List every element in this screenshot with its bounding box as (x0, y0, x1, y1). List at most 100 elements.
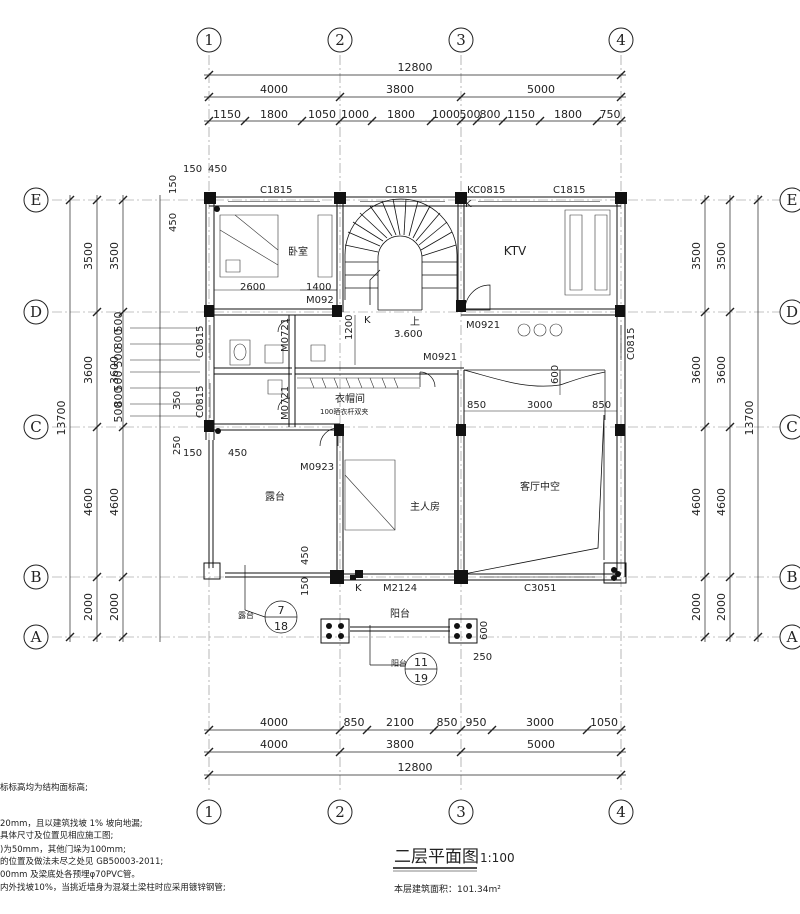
dim-inner-2: 800 (112, 329, 125, 350)
dim-inner-1: 500 (112, 312, 125, 333)
rod-note: 100晒衣杆双夹 (320, 407, 368, 416)
dim-right-bay-1: 3500 (715, 242, 728, 270)
k-mark-1: K (364, 315, 371, 326)
axis-bubbles: 1 2 3 4 1 2 3 4 E D C B A E D C B A (24, 28, 800, 824)
floor-area: 本层建筑面积：101.34m² (394, 883, 501, 895)
label-window-c0815-1: C0815 (195, 326, 206, 358)
dim-right-bay-4: 2000 (715, 593, 728, 621)
inner-dim-lines (214, 290, 617, 411)
detail-1-den: 18 (274, 620, 288, 633)
room-living-void: 客厅中空 (520, 480, 560, 493)
note-5: 的位置及做法未尽之处见 GB50003-2011; (0, 856, 163, 867)
doors (278, 285, 605, 446)
dim-bottom-bay-1: 4000 (260, 738, 288, 751)
dim-left-bay-1: 3500 (82, 242, 95, 270)
dim-450-left: 450 (168, 213, 179, 232)
columns (204, 192, 627, 584)
label-door-m0921-hall: M0921 (423, 352, 457, 363)
furniture (220, 210, 610, 530)
dim-top-detail-7: 500 (460, 108, 481, 121)
dim-left2-bay-1: 3500 (108, 242, 121, 270)
dim-top-detail-4: 1000 (341, 108, 369, 121)
dim-bottom-bay-2: 3800 (386, 738, 414, 751)
bottom-dimension-texts: 4000 850 2100 850 950 3000 1050 4000 380… (260, 716, 618, 774)
axis-col-1-bottom: 1 (204, 803, 214, 821)
label-window-c3051: C3051 (524, 583, 556, 594)
dim-right2-bay-1: 3500 (690, 242, 703, 270)
note-4: )为50mm，其他门垛为100mm; (0, 844, 126, 855)
axis-row-c-right: C (786, 418, 797, 436)
dim-top-bay-1: 4000 (260, 83, 288, 96)
dim-bottom-detail-6: 3000 (526, 716, 554, 729)
label-window-c1815-1: C1815 (260, 185, 292, 196)
side-dimension-texts: 13700 3500 3600 4600 2000 3500 3600 4600… (55, 242, 756, 621)
dim-bottom-detail-1: 4000 (260, 716, 288, 729)
dim-top-detail-11: 750 (600, 108, 621, 121)
dim-450-top: 450 (208, 164, 227, 175)
room-balcony: 阳台 (390, 607, 410, 620)
dim-inner-6: 500 (112, 402, 125, 423)
dim-inner-3: 500 (112, 347, 125, 368)
dim-450-b: 450 (300, 546, 311, 565)
note-2: 20mm，且以建筑找坡 1% 坡向地漏; (0, 818, 143, 829)
note-3: 具体尺寸及位置见相应施工图; (0, 830, 113, 841)
dim-left-total: 13700 (55, 401, 68, 436)
stair-up-label: 上 (410, 316, 420, 328)
detail-2-label: 阳台 (391, 658, 407, 668)
label-door-m0923: M0923 (300, 462, 334, 473)
dim-bottom-bay-3: 5000 (527, 738, 555, 751)
dim-top-detail-1: 1150 (213, 108, 241, 121)
dim-left-bay-4: 2000 (82, 593, 95, 621)
axis-row-a-right: A (786, 628, 798, 646)
column-details (204, 563, 626, 643)
dim-850-left: 850 (467, 400, 486, 411)
room-terrace: 露台 (265, 490, 285, 503)
detail-2-den: 19 (414, 672, 428, 685)
dim-450-c: 450 (228, 448, 247, 459)
label-window-c1815-2: C1815 (385, 185, 417, 196)
dim-850-right: 850 (592, 400, 611, 411)
elevation-3600: 3.600 (394, 329, 423, 340)
dim-bottom-total: 12800 (398, 761, 433, 774)
k-mark-3: K (465, 199, 472, 210)
dim-right2-bay-4: 2000 (690, 593, 703, 621)
dim-top-detail-5: 1800 (387, 108, 415, 121)
axis-col-2-top: 2 (335, 31, 345, 49)
top-dimension-lines (204, 71, 626, 125)
dim-3000-void: 3000 (527, 400, 552, 411)
label-window-kc0815: KC0815 (467, 185, 505, 196)
axis-row-e-left: E (31, 191, 42, 209)
top-dimension-texts: 12800 4000 3800 5000 1150 1800 1050 1000… (213, 61, 621, 121)
dim-right2-bay-3: 4600 (690, 488, 703, 516)
dim-bottom-detail-4: 850 (437, 716, 458, 729)
bottom-dimension-lines (204, 726, 626, 779)
room-ktv: KTV (504, 244, 527, 258)
label-door-m0721-2: M0721 (280, 386, 291, 420)
dim-top-bay-2: 3800 (386, 83, 414, 96)
title-block: 二层平面图 1:100 本层建筑面积：101.34m² (393, 847, 515, 895)
label-window-c0815-2: C0815 (195, 386, 206, 418)
axis-row-b-left: B (30, 568, 41, 586)
dim-right-bay-3: 4600 (715, 488, 728, 516)
plan-labels: C1815 C1815 KC0815 C1815 C0815 C0815 C08… (168, 164, 637, 663)
dim-inner-5: 800 (112, 387, 125, 408)
dim-top-detail-10: 1800 (554, 108, 582, 121)
room-names: 卧室 KTV 衣帽间 主人房 露台 阳台 客厅中空 (265, 244, 560, 620)
note-6: 00mm 及梁底处各预埋φ70PVC管。 (0, 869, 140, 880)
axis-row-d-right: D (786, 303, 798, 321)
detail-1-num: 7 (278, 604, 285, 617)
spiral-stair (345, 199, 457, 310)
axis-row-a-left: A (30, 628, 42, 646)
room-master-bedroom: 主人房 (410, 500, 440, 513)
axis-row-d-left: D (30, 303, 42, 321)
label-door-m092: M092 (306, 295, 334, 306)
drawing-title: 二层平面图 (394, 847, 479, 867)
label-window-c0815-3: C0815 (626, 328, 637, 360)
axis-row-c-left: C (30, 418, 41, 436)
dim-150-c: 150 (183, 448, 202, 459)
dim-150-top: 150 (183, 164, 202, 175)
dim-top-bay-3: 5000 (527, 83, 555, 96)
side-dimension-lines (66, 195, 762, 642)
label-door-m0921-ktv: M0921 (466, 320, 500, 331)
dim-bottom-detail-7: 1050 (590, 716, 618, 729)
